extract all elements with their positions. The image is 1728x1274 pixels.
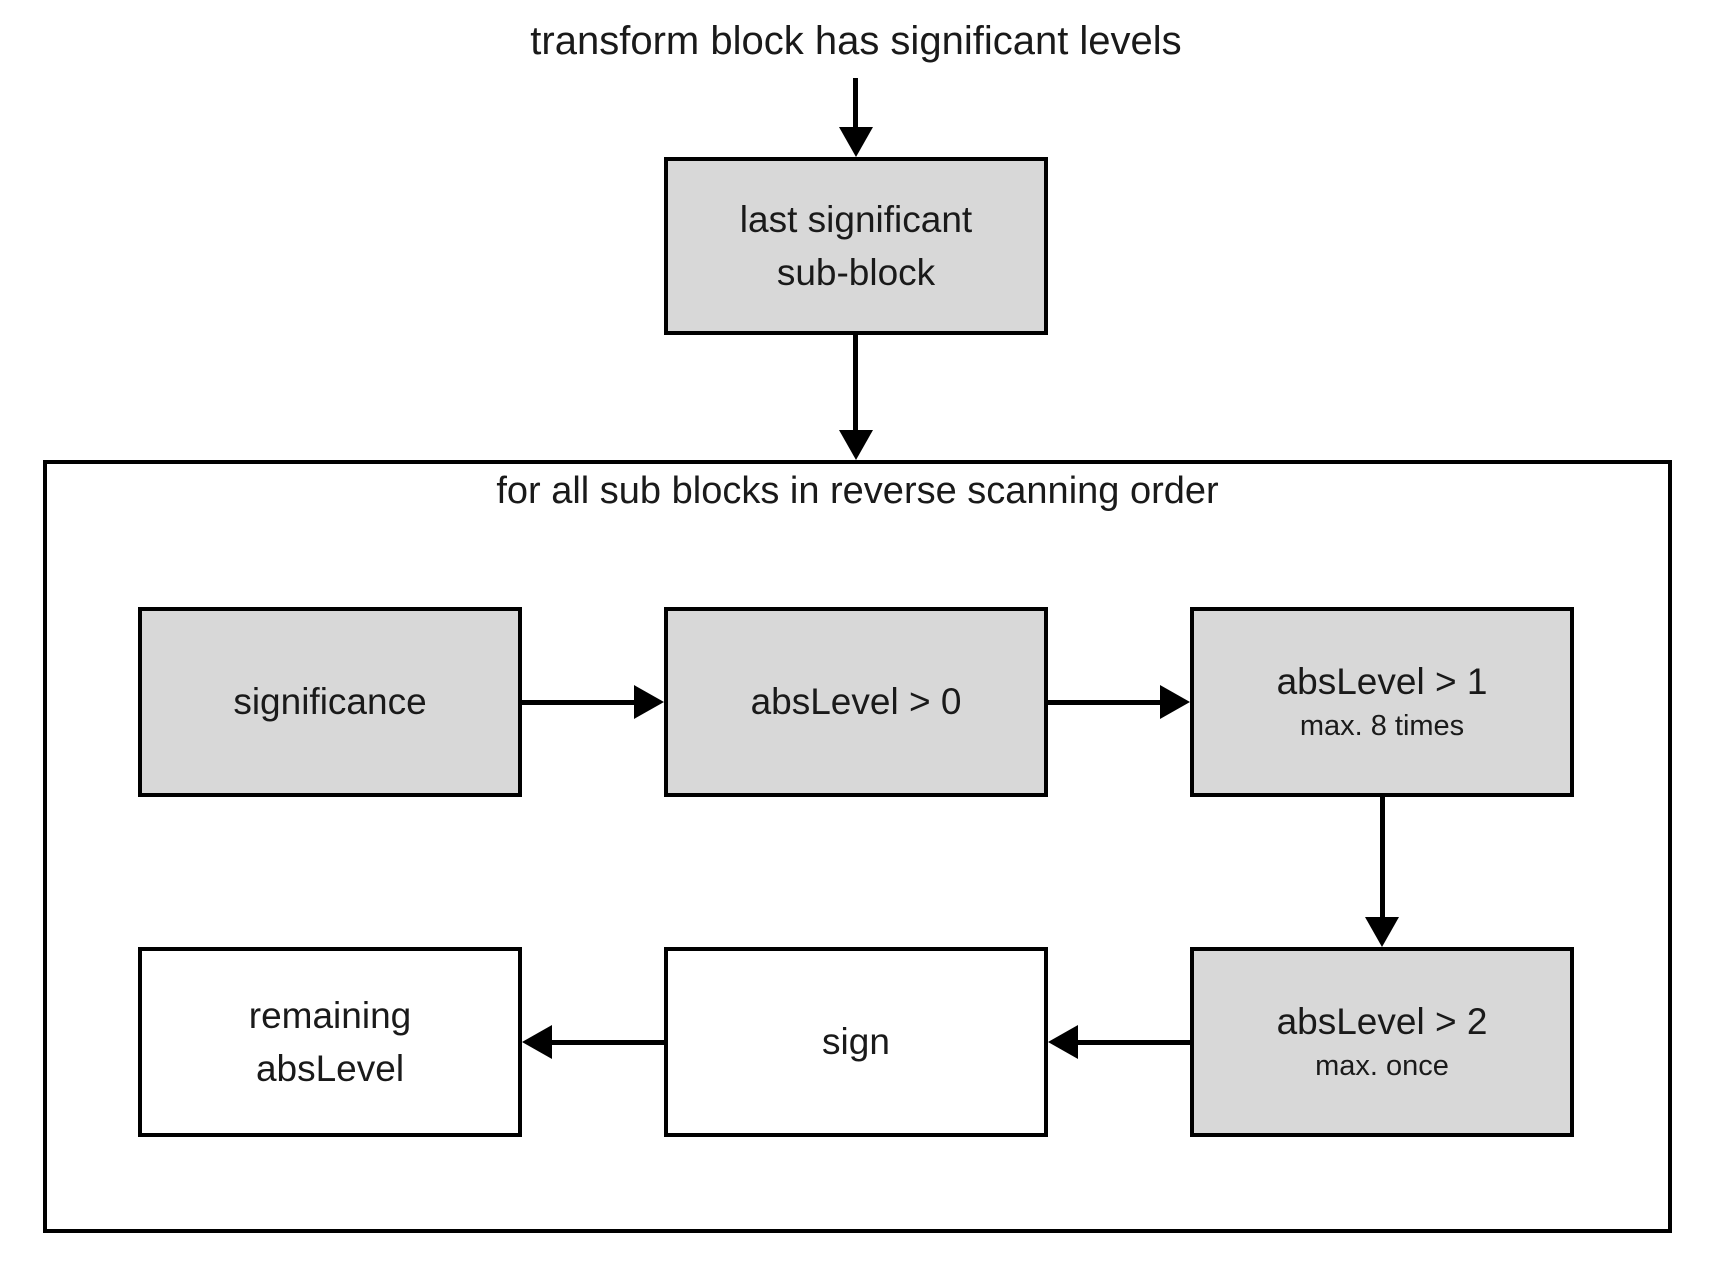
box-label: sign (822, 1021, 890, 1062)
arrow-shaft (853, 78, 858, 128)
arrow-shaft (522, 700, 635, 705)
arrowhead-left-icon (522, 1025, 552, 1059)
box-abslevel-gt0: absLevel > 0 (664, 607, 1048, 797)
box-sign: sign (664, 947, 1048, 1137)
box-sublabel: max. once (1315, 1050, 1449, 1082)
arrow-shaft (1048, 700, 1161, 705)
arrow-shaft (551, 1040, 664, 1045)
box-sublabel: max. 8 times (1299, 710, 1465, 742)
box-label: absLevel > 2 (1276, 1001, 1488, 1042)
arrow-shaft (1077, 1040, 1190, 1045)
arrowhead-down-icon (839, 430, 873, 460)
box-label: remaining (248, 995, 412, 1036)
arrowhead-left-icon (1048, 1025, 1078, 1059)
arrowhead-right-icon (634, 685, 664, 719)
arrow-shaft (853, 335, 858, 431)
loop-title: for all sub blocks in reverse scanning o… (496, 470, 1219, 512)
box-label: absLevel (255, 1048, 405, 1089)
box-remaining-abslevel: remaining absLevel (138, 947, 522, 1137)
box-label: absLevel > 1 (1276, 661, 1488, 702)
arrowhead-down-icon (1365, 917, 1399, 947)
box-abslevel-gt2: absLevel > 2 max. once (1190, 947, 1574, 1137)
box-label: significance (233, 681, 427, 722)
box-abslevel-gt1: absLevel > 1 max. 8 times (1190, 607, 1574, 797)
arrow-shaft (1380, 797, 1385, 917)
box-label: sub-block (776, 252, 936, 293)
page-title: transform block has significant levels (530, 19, 1182, 63)
box-label: absLevel > 0 (750, 681, 962, 722)
arrowhead-down-icon (839, 127, 873, 157)
box-significance: significance (138, 607, 522, 797)
arrowhead-right-icon (1160, 685, 1190, 719)
box-last-significant-sub-block: last significant sub-block (664, 157, 1048, 335)
box-label: last significant (739, 199, 973, 240)
